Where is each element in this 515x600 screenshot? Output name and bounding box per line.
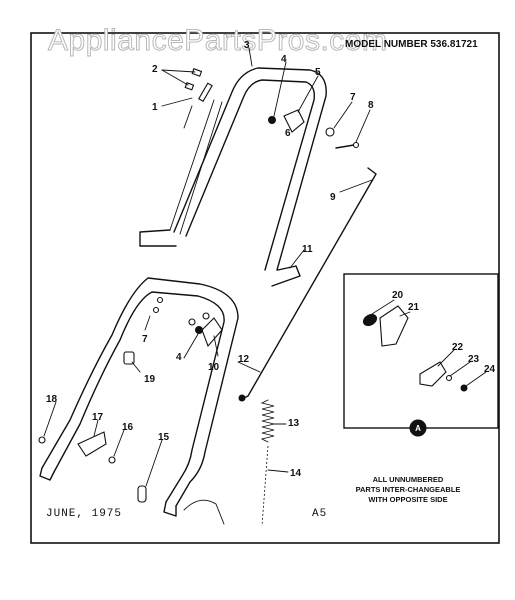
callout-5: 5 bbox=[315, 67, 321, 78]
model-number: MODEL NUMBER 536.81721 bbox=[345, 39, 478, 50]
callout-6: 6 bbox=[285, 128, 291, 139]
upper-handle bbox=[139, 67, 327, 287]
cable bbox=[261, 445, 269, 527]
callout-17: 17 bbox=[92, 412, 104, 423]
callout-3: 3 bbox=[244, 40, 250, 51]
callout-12: 12 bbox=[238, 354, 250, 365]
inset-detail bbox=[343, 273, 499, 437]
callout-10: 10 bbox=[208, 362, 220, 373]
callout-22: 22 bbox=[452, 342, 464, 353]
note-line-1: ALL UNNUMBERED bbox=[373, 475, 444, 484]
callout-8: 8 bbox=[368, 100, 374, 111]
spring bbox=[260, 399, 275, 443]
leader-lines bbox=[43, 47, 373, 487]
callout-2: 2 bbox=[152, 64, 158, 75]
callout-7: 7 bbox=[350, 92, 356, 103]
callout-7-lower: 7 bbox=[142, 334, 148, 345]
upper-small-parts bbox=[183, 68, 360, 149]
callout-18: 18 bbox=[46, 394, 58, 405]
control-rod bbox=[239, 167, 377, 401]
inset-marker: A bbox=[415, 424, 421, 433]
callout-13: 13 bbox=[288, 418, 300, 429]
page-ref: A5 bbox=[312, 508, 327, 520]
interchange-note: ALL UNNUMBERED PARTS INTER-CHANGEABLE WI… bbox=[356, 475, 461, 504]
watermark: AppliancePartsPros.com bbox=[48, 24, 387, 57]
note-line-3: WITH OPPOSITE SIDE bbox=[368, 495, 447, 504]
callout-16: 16 bbox=[122, 422, 134, 433]
callout-24: 24 bbox=[484, 364, 496, 375]
callout-1: 1 bbox=[152, 102, 158, 113]
callout-labels: 1 2 3 4 5 6 7 8 9 11 7 4 10 12 19 18 17 … bbox=[46, 40, 496, 479]
callout-19: 19 bbox=[144, 374, 156, 385]
note-line-2: PARTS INTER-CHANGEABLE bbox=[356, 485, 461, 494]
callout-21: 21 bbox=[408, 302, 420, 313]
callout-9: 9 bbox=[330, 192, 336, 203]
lower-handle bbox=[39, 277, 239, 517]
callout-23: 23 bbox=[468, 354, 480, 365]
callout-4-lower: 4 bbox=[176, 352, 182, 363]
diagram-border bbox=[30, 32, 500, 544]
date-stamp: JUNE, 1975 bbox=[46, 508, 122, 520]
callout-4: 4 bbox=[281, 54, 287, 65]
lower-small-parts bbox=[38, 317, 246, 503]
callout-20: 20 bbox=[392, 290, 404, 301]
callout-14: 14 bbox=[290, 468, 302, 479]
callout-15: 15 bbox=[158, 432, 170, 443]
callout-11: 11 bbox=[302, 244, 313, 255]
